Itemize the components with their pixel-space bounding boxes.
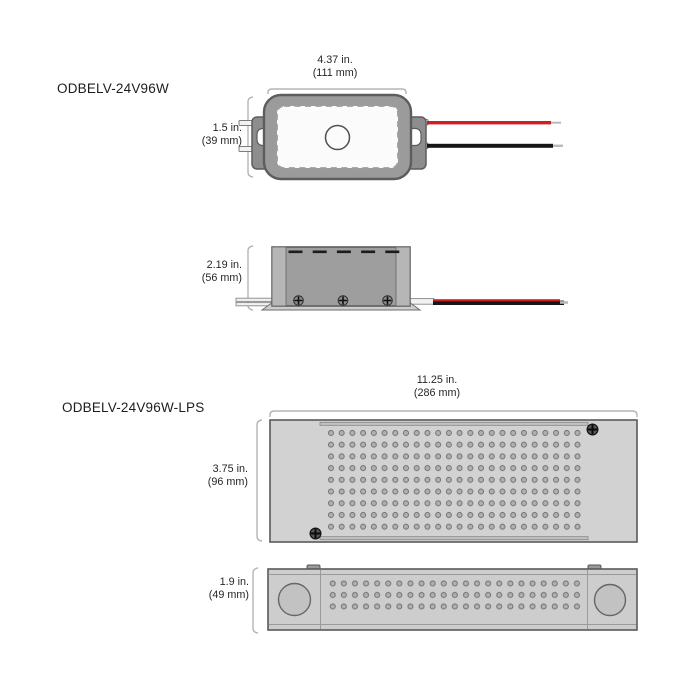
product1-width-dimension: 4.37 in. (111 mm) [270, 54, 400, 80]
driver-side-view [235, 245, 568, 311]
product2-width-dimension: 11.25 in. (286 mm) [372, 374, 502, 400]
left-knockout-circle [277, 582, 312, 617]
dimension-mm: (111 mm) [312, 66, 358, 79]
dimension-inches: 2.19 in. [206, 259, 242, 271]
vent-slots [288, 250, 400, 254]
enclosure-front-view [252, 564, 638, 634]
height-dimension-bracket [256, 419, 263, 542]
height-dimension-bracket [247, 96, 254, 178]
perforation-grid [325, 427, 583, 533]
height-dimension-bracket [247, 245, 254, 311]
dimension-inches: 3.75 in. [212, 463, 248, 475]
knockout-circle [324, 124, 351, 151]
product2-height-dimension: 3.75 in. (96 mm) [156, 463, 248, 489]
dimension-mm: (39 mm) [201, 134, 242, 147]
dimension-inches: 1.9 in. [219, 576, 249, 588]
black-lead-wire [427, 143, 553, 148]
left-end-flange [271, 246, 287, 307]
driver-top-view [238, 88, 563, 181]
dimension-inches: 11.25 in. [416, 374, 458, 386]
width-dimension-bracket [267, 88, 407, 94]
product1-height-dimension: 1.5 in. (39 mm) [150, 122, 242, 148]
product1-model-label: ODBELV-24V96W [57, 81, 169, 96]
wire-tip [560, 301, 568, 304]
product1-depth-dimension: 2.19 in. (56 mm) [150, 259, 242, 285]
width-dimension-bracket [269, 410, 638, 417]
right-knockout-circle [593, 583, 627, 617]
dimension-mm: (286 mm) [413, 386, 461, 399]
bottom-screws [293, 295, 393, 306]
product2-depth-dimension: 1.9 in. (49 mm) [157, 576, 249, 602]
dimension-mm: (56 mm) [201, 271, 242, 284]
height-dimension-bracket [252, 567, 259, 634]
right-wire-stub [407, 298, 435, 305]
dimension-mm: (96 mm) [207, 475, 248, 488]
cover-screws [309, 423, 599, 540]
cover-seam-top [319, 421, 589, 426]
red-wire-tip [551, 121, 561, 124]
dimension-inches: 4.37 in. [317, 54, 353, 66]
black-lead-wire [433, 300, 564, 305]
black-wire-tip [553, 144, 563, 147]
left-wire [235, 297, 275, 302]
enclosure-top-view [256, 410, 638, 543]
dimension-mm: (49 mm) [208, 588, 249, 601]
perforation-grid [327, 578, 583, 613]
red-lead-wire [427, 121, 551, 125]
cover-seam-bottom [319, 536, 589, 541]
dimension-inches: 1.5 in. [212, 122, 242, 134]
red-lead-wire [433, 299, 560, 302]
right-end-flange [395, 246, 411, 307]
product2-model-label: ODBELV-24V96W-LPS [62, 400, 205, 415]
